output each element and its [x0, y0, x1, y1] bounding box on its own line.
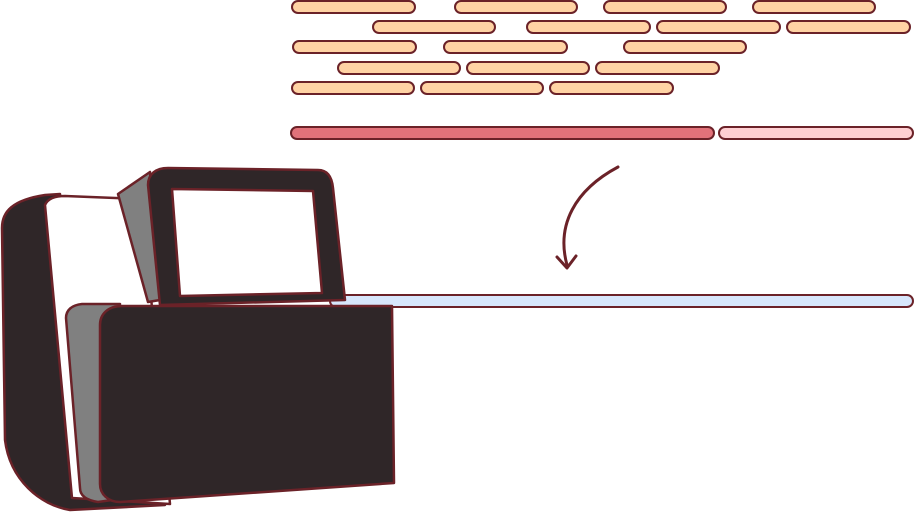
document-text-lines: [291, 0, 911, 95]
text-line-1-2: [454, 0, 578, 14]
printer-display-screen: [170, 187, 324, 298]
text-line-2-3: [656, 20, 781, 34]
text-line-3-3: [623, 40, 747, 54]
text-line-2-2: [526, 20, 651, 34]
text-line-1-1: [291, 0, 416, 14]
progress-bar: [290, 126, 914, 140]
text-line-2-1: [372, 20, 496, 34]
text-line-1-3: [603, 0, 727, 14]
text-line-5-3: [549, 81, 674, 95]
text-line-4-1: [337, 61, 461, 75]
text-line-4-3: [595, 61, 720, 75]
text-line-5-1: [291, 81, 415, 95]
progress-bar-remaining: [718, 126, 914, 140]
progress-bar-fill: [290, 126, 715, 140]
text-line-2-4: [786, 20, 911, 34]
text-line-1-4: [752, 0, 876, 14]
printer-front-body: [98, 304, 396, 504]
text-line-3-1: [292, 40, 417, 54]
printer-icon: [0, 166, 396, 512]
text-line-5-2: [420, 81, 544, 95]
text-line-4-2: [466, 61, 590, 75]
curved-arrow-down-icon: [555, 165, 620, 270]
printer-back-panel: [0, 192, 167, 512]
paper-output-line: [329, 294, 914, 308]
text-line-3-2: [443, 40, 568, 54]
